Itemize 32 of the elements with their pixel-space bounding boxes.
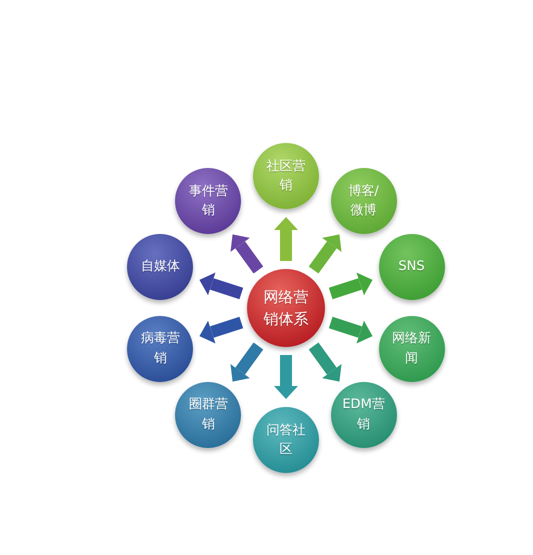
block-arrow <box>308 342 342 382</box>
node-label: SNS <box>397 258 426 276</box>
node-label: 博客/微博 <box>347 182 380 220</box>
node-label: EDM营销 <box>341 396 386 434</box>
block-arrow <box>308 234 342 274</box>
topic-circle <box>253 407 319 473</box>
block-arrow <box>274 355 298 399</box>
topic-circle <box>127 234 194 300</box>
topic-circle <box>330 382 397 448</box>
block-arrow <box>328 316 373 344</box>
block-arrow <box>230 342 264 382</box>
block-arrow <box>199 272 244 300</box>
block-arrow <box>274 217 298 261</box>
node-label: 圈群营销 <box>188 396 229 434</box>
topic-circle <box>175 382 242 448</box>
block-arrow <box>328 272 373 300</box>
topic-circle <box>127 316 194 382</box>
topic-circle <box>378 234 445 300</box>
topic-circle <box>330 168 397 234</box>
node-label: 网络营销体系 <box>262 286 310 330</box>
hub-circle <box>247 269 325 347</box>
topic-circle <box>175 168 242 234</box>
node-label: 自媒体 <box>140 258 181 276</box>
block-arrow <box>199 316 244 344</box>
topic-circle <box>253 143 319 209</box>
node-label: 事件营销 <box>188 182 229 220</box>
node-label: 网络新闻 <box>391 330 432 368</box>
node-label: 问答社区 <box>266 422 306 459</box>
block-arrow <box>230 234 264 274</box>
topic-circle <box>378 316 445 382</box>
node-label: 病毒营销 <box>140 330 181 368</box>
node-label: 社区营销 <box>266 158 306 195</box>
